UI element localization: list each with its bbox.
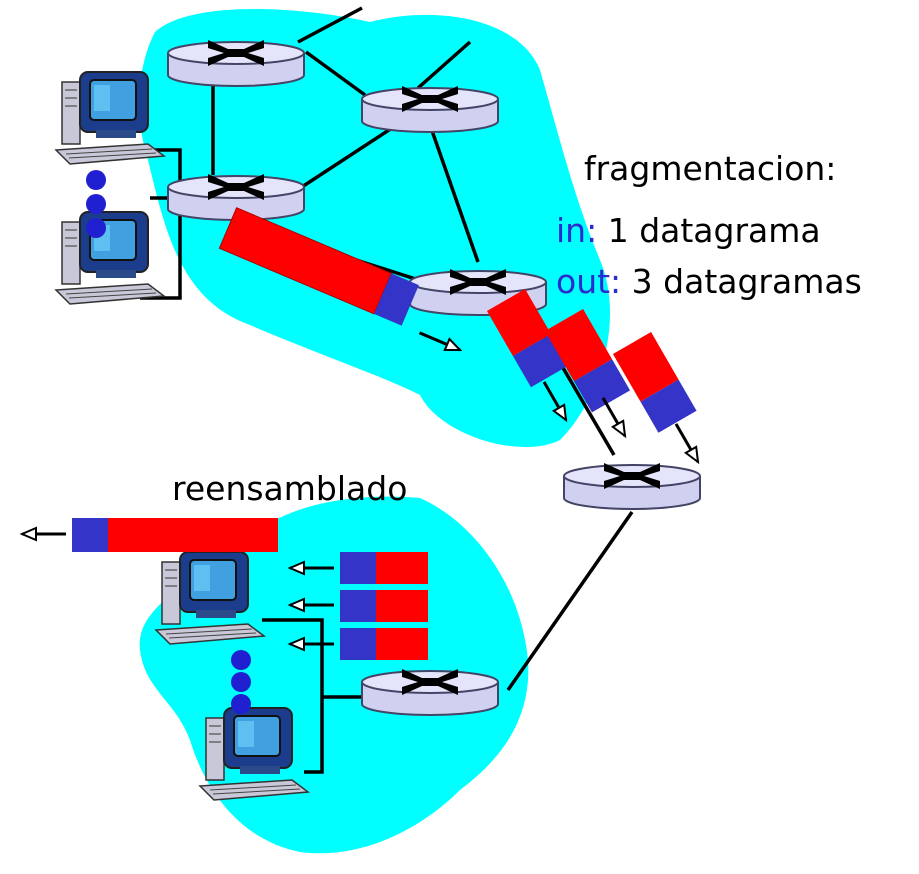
fragment-3 (612, 332, 697, 433)
router-icon (563, 462, 701, 510)
arrow-icon (669, 419, 705, 467)
computer-icon (155, 551, 265, 645)
in-text: 1 datagrama (607, 211, 821, 250)
fragment-arrived (340, 590, 428, 622)
out-label: out: (556, 262, 622, 301)
computer-icon (55, 211, 165, 305)
ellipsis-dots (86, 170, 251, 714)
arrow-icon (20, 526, 68, 542)
computer-icon (199, 707, 309, 801)
fragment-arrived (340, 552, 428, 584)
fragment-arrived (340, 628, 428, 660)
fragment-2 (544, 309, 631, 413)
out-line: out: 3 datagramas (556, 263, 862, 301)
out-text: 3 datagramas (631, 262, 862, 301)
router-icon (361, 668, 499, 716)
in-line: in: 1 datagrama (556, 212, 821, 250)
computer-icon (55, 71, 165, 165)
reassembly-label: reensamblado (172, 469, 408, 508)
fragmentation-title: fragmentacion: (584, 149, 837, 188)
datagram-reassembled (72, 518, 278, 552)
datagram-original (218, 207, 419, 326)
in-label: in: (556, 211, 598, 250)
router-icon (361, 85, 499, 133)
router-icon (167, 39, 305, 87)
